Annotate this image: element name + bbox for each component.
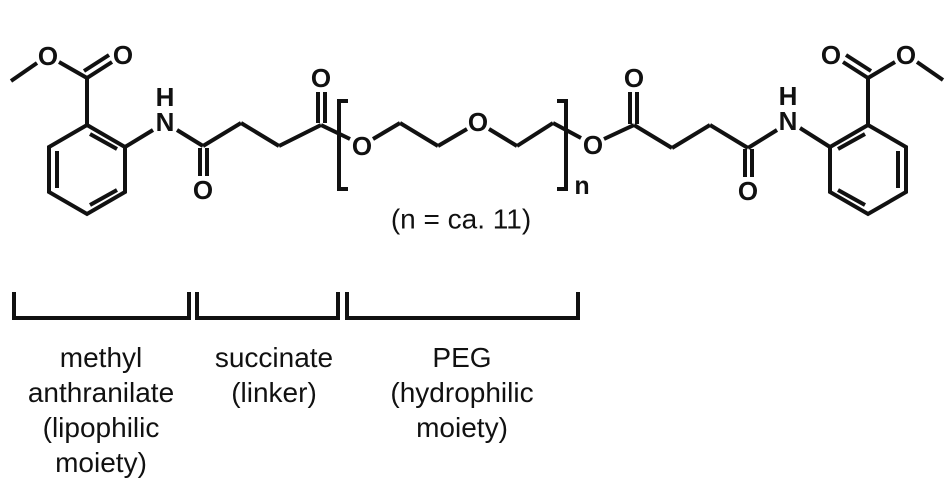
c-o-bond xyxy=(603,123,635,141)
peg-repeat-unit: O O n xyxy=(337,99,590,200)
oxygen-label: O xyxy=(352,131,372,161)
aromatic-inner-bond xyxy=(837,188,866,207)
left-amide-group: H N O xyxy=(123,82,213,205)
region-label-line: succinate xyxy=(214,342,334,373)
ch2-bond xyxy=(278,123,322,148)
peg-bond xyxy=(371,121,402,141)
oxygen-label: O xyxy=(821,40,841,70)
repeat-bracket-right xyxy=(557,99,568,191)
oxygen-label: O xyxy=(311,63,331,93)
carbonyl-double-bond xyxy=(844,53,873,73)
oxygen-label: O xyxy=(468,107,488,137)
region-label-line: PEG xyxy=(432,342,492,373)
region-label-peg: PEG (hydrophilic moiety) xyxy=(352,340,572,445)
region-label-line: moiety) xyxy=(55,447,147,478)
ring-n-bond xyxy=(123,128,155,149)
left-methyl-ester-group: O O xyxy=(9,40,133,125)
ch2-bond xyxy=(670,123,712,150)
underbrace-peg xyxy=(345,292,580,320)
peg-bond xyxy=(398,121,440,148)
oxygen-label: O xyxy=(113,40,133,70)
oxygen-label: O xyxy=(624,63,644,93)
carbonyl-double-bond xyxy=(82,53,111,73)
oxygen-label: O xyxy=(193,175,213,205)
n-ring-bond xyxy=(798,126,832,149)
underbrace-methyl-anthranilate xyxy=(12,292,191,320)
methyl-bond xyxy=(9,61,39,83)
aromatic-inner-bond xyxy=(837,132,866,151)
region-underbraces xyxy=(12,292,580,320)
peg-bond xyxy=(436,127,469,148)
region-label-methyl-anthranilate: methyl anthranilate (lipophilic moiety) xyxy=(0,340,211,480)
ch2-bond xyxy=(708,123,750,150)
region-label-line: moiety) xyxy=(416,412,508,443)
peg-bond xyxy=(487,127,519,148)
underbrace-succinate xyxy=(195,292,340,320)
right-peg-ester-group: O O xyxy=(583,63,644,160)
region-label-line: (lipophilic xyxy=(42,412,160,443)
carbonyl-n-bond xyxy=(746,128,779,150)
region-label-line: anthranilate xyxy=(27,377,175,408)
benzene-ring-outline xyxy=(828,122,908,217)
n-carbonyl-bond xyxy=(175,128,205,148)
region-label-line: (hydrophilic xyxy=(390,377,534,408)
repeat-count-note: (n = ca. 11) xyxy=(391,204,531,235)
region-label-line: methyl xyxy=(59,342,143,373)
region-label-succinate: succinate (linker) xyxy=(164,340,384,410)
left-benzene-ring xyxy=(47,122,127,217)
left-peg-ester-group: O xyxy=(311,63,351,141)
ester-o-c-bond xyxy=(866,60,897,80)
oxygen-label: O xyxy=(38,41,58,71)
aromatic-inner-bond xyxy=(89,132,118,151)
hydrogen-label: H xyxy=(779,81,798,111)
oxygen-label: O xyxy=(896,40,916,70)
oxygen-label: O xyxy=(738,176,758,206)
ch2-bond xyxy=(239,121,281,148)
methyl-bond xyxy=(915,60,945,82)
region-label-line: (linker) xyxy=(231,377,317,408)
ester-o-c-bond xyxy=(58,60,88,80)
nitrogen-label: N xyxy=(779,106,798,136)
right-amide-group: O H N xyxy=(738,81,832,206)
nitrogen-label: N xyxy=(156,107,175,137)
ch2-bond xyxy=(201,121,243,148)
peg-bond xyxy=(515,121,555,148)
right-methyl-ester-group: O O xyxy=(821,40,945,125)
repeat-subscript-n: n xyxy=(574,172,589,200)
ch2-bond xyxy=(632,123,674,150)
oxygen-label: O xyxy=(583,130,603,160)
carbonyl-double-bond xyxy=(841,60,870,80)
benzene-ring-outline xyxy=(47,122,127,217)
aromatic-inner-bond xyxy=(89,188,118,207)
left-succinate-chain xyxy=(201,121,322,148)
repeat-bracket-left xyxy=(337,99,348,191)
carbonyl-double-bond xyxy=(85,60,114,80)
c-o-bond xyxy=(320,123,351,141)
right-benzene-ring xyxy=(828,122,908,217)
hydrogen-label: H xyxy=(156,82,175,112)
right-succinate-chain xyxy=(632,123,750,150)
